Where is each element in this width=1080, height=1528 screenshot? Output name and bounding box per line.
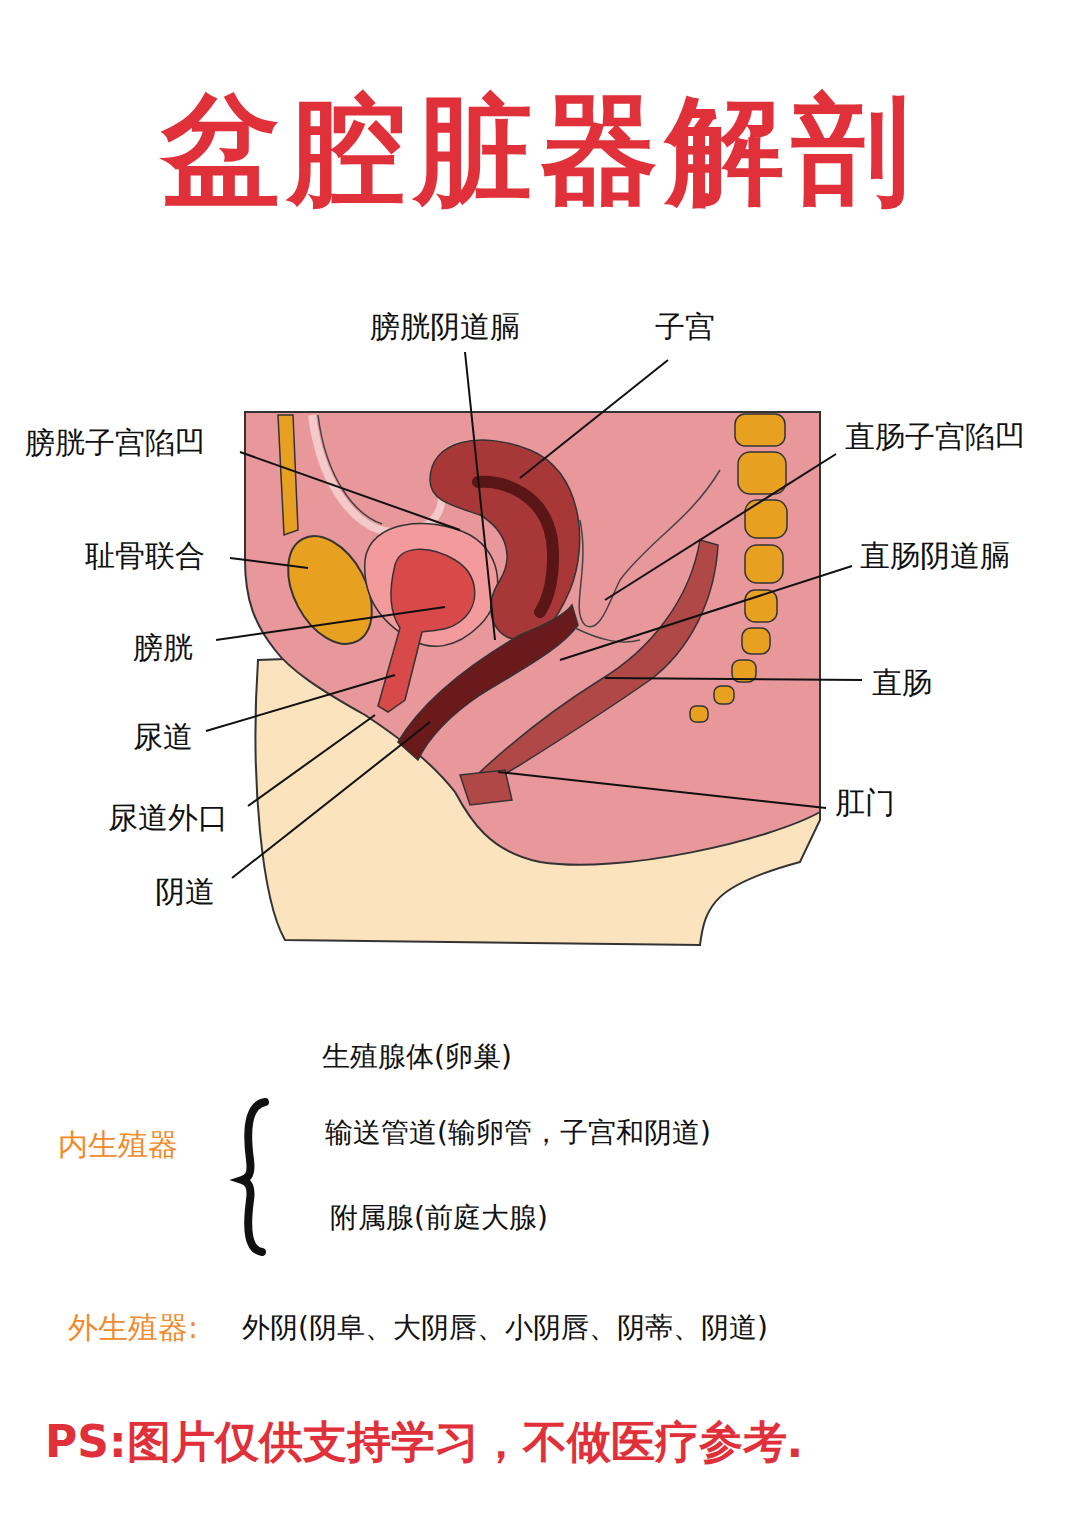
curly-bracket	[242, 1102, 265, 1252]
uterus	[430, 440, 580, 640]
part-label: 耻骨联合	[85, 538, 205, 574]
leader-line	[240, 452, 460, 530]
leader-line	[465, 352, 495, 640]
leader-line	[560, 566, 852, 660]
vertebra	[735, 414, 785, 446]
pubic-bone	[278, 415, 298, 535]
category-label: 外生殖器:	[68, 1310, 198, 1346]
leader-line	[498, 772, 826, 808]
anus	[460, 770, 512, 805]
part-label: 尿道外口	[108, 800, 228, 836]
part-label: 直肠子宫陷凹	[845, 419, 1025, 455]
page-title: 盆腔脏器解剖	[162, 80, 918, 222]
part-label: 肛门	[835, 785, 895, 821]
part-label: 直肠	[872, 665, 932, 701]
leader-line	[248, 715, 375, 806]
part-label: 子宫	[655, 309, 715, 345]
list-item: 生殖腺体(卵巢)	[322, 1040, 512, 1074]
part-label: 膀胱子宫陷凹	[25, 425, 205, 461]
leader-lines	[206, 352, 862, 878]
part-label: 膀胱阴道膈	[370, 309, 520, 345]
vertebra	[690, 706, 708, 722]
leader-line	[206, 675, 395, 731]
leader-line	[605, 454, 836, 600]
list-item: 外阴(阴阜、大阴唇、小阴唇、阴蒂、阴道)	[242, 1311, 768, 1345]
part-label: 膀胱	[133, 630, 193, 666]
vertebra	[738, 452, 786, 494]
leader-line	[232, 722, 430, 878]
leader-line	[230, 558, 308, 568]
list-item: 附属腺(前庭大腺)	[330, 1201, 548, 1235]
category-label: 内生殖器	[58, 1127, 178, 1163]
leader-line	[605, 678, 862, 680]
vertebra	[742, 628, 770, 654]
rectum	[480, 540, 718, 778]
peritoneum-line	[318, 415, 382, 524]
septum-line	[575, 628, 640, 642]
vertebra	[714, 686, 734, 704]
vertebra	[745, 545, 783, 583]
note: PS:图片仅供支持学习，不做医疗参考.	[45, 1416, 803, 1469]
list-item: 输送管道(输卵管，子宫和阴道)	[325, 1116, 711, 1150]
leader-line	[520, 360, 668, 478]
part-label: 尿道	[133, 719, 193, 755]
vertebra	[745, 500, 787, 538]
part-label: 阴道	[155, 874, 215, 910]
leader-line	[216, 607, 445, 640]
part-label: 直肠阴道膈	[860, 538, 1010, 574]
